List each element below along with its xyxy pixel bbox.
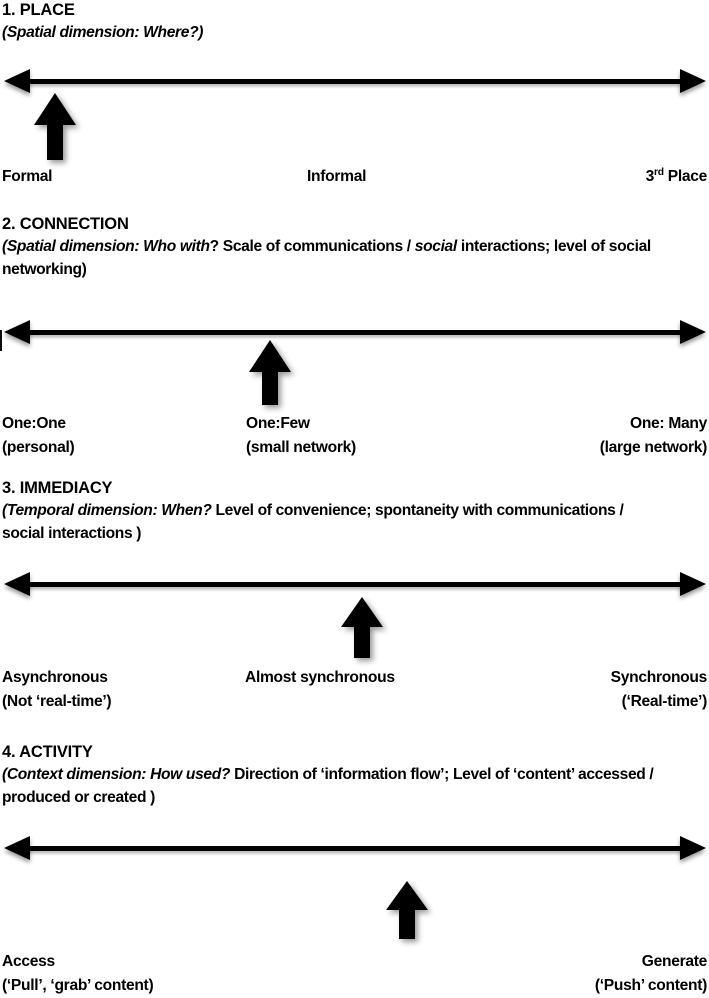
section-subtitle-place: (Spatial dimension: Where?) bbox=[2, 19, 702, 44]
marker-arrow-activity[interactable] bbox=[385, 881, 429, 940]
ordinal-suffix: rd bbox=[654, 166, 664, 178]
marker-arrow-connection[interactable] bbox=[248, 340, 292, 406]
section-subtitle-activity-italic: (Context dimension: How used? bbox=[2, 766, 231, 783]
section-subtitle-activity-rest: Direction of ‘information flow’; Level o… bbox=[2, 766, 654, 806]
section-subtitle-immediacy-italic: (Temporal dimension: When? bbox=[2, 502, 212, 519]
axis-arrowhead-left-icon bbox=[4, 320, 30, 344]
marker-arrow-place[interactable] bbox=[33, 93, 77, 161]
section-subtitle-connection: (Spatial dimension: Who with? Scale of c… bbox=[2, 233, 702, 281]
scale-label-connection-right-line2: (large network) bbox=[599, 439, 708, 456]
scale-label-connection-left-line2: (personal) bbox=[2, 439, 75, 456]
axis-arrowhead-right-icon bbox=[680, 572, 706, 596]
scale-label-immediacy-right-line1: Synchronous bbox=[610, 669, 708, 686]
axis-arrowhead-right-icon bbox=[680, 69, 706, 93]
scale-label-connection-left: One:One (personal) bbox=[2, 412, 75, 460]
section-subtitle-connection-italic: (Spatial dimension: Who with bbox=[2, 238, 210, 255]
section-title-immediacy: 3. IMMEDIACY bbox=[2, 479, 113, 497]
scale-label-immediacy-left-line2: (Not ‘real-time’) bbox=[2, 693, 112, 710]
scale-label-connection-mid: One:Few (small network) bbox=[246, 412, 356, 460]
scale-label-connection-mid-line2: (small network) bbox=[246, 439, 356, 456]
marker-arrow-immediacy[interactable] bbox=[340, 597, 384, 659]
scale-label-place-right: 3rd Place bbox=[645, 166, 708, 185]
scale-label-immediacy-right: Synchronous (‘Real-time’) bbox=[610, 666, 708, 714]
scale-label-activity-right-line2: (‘Push’ content) bbox=[594, 977, 707, 994]
crop-edge-artifact bbox=[0, 330, 2, 351]
axis-place bbox=[4, 67, 706, 97]
scale-label-activity-left-line1: Access bbox=[2, 953, 55, 970]
section-subtitle-immediacy-rest: Level of convenience; spontaneity with c… bbox=[2, 502, 624, 542]
scale-label-activity-right: Generate (‘Push’ content) bbox=[595, 950, 707, 998]
section-subtitle-place-italic: (Spatial dimension: Where?) bbox=[2, 24, 204, 41]
section-subtitle-connection-italic2: social bbox=[414, 238, 457, 255]
section-title-activity: 4. ACTIVITY bbox=[2, 743, 93, 761]
scale-label-immediacy-left-line1: Asynchronous bbox=[2, 669, 108, 686]
axis-arrowhead-right-icon bbox=[680, 320, 706, 344]
axis-line bbox=[26, 79, 684, 84]
axis-arrowhead-right-icon bbox=[680, 836, 706, 860]
axis-line bbox=[26, 582, 684, 587]
axis-line bbox=[26, 330, 684, 335]
scale-label-immediacy-left: Asynchronous (Not ‘real-time’) bbox=[2, 666, 112, 714]
scale-label-connection-left-line1: One:One bbox=[2, 415, 66, 432]
axis-activity bbox=[4, 834, 706, 864]
section-subtitle-immediacy: (Temporal dimension: When? Level of conv… bbox=[2, 497, 662, 545]
scale-label-place-mid: Informal bbox=[307, 168, 367, 185]
axis-arrowhead-left-icon bbox=[4, 572, 30, 596]
section-subtitle-connection-rest2: interactions; level of social networking… bbox=[2, 238, 651, 278]
section-subtitle-activity: (Context dimension: How used? Direction … bbox=[2, 761, 708, 809]
scale-label-activity-left-line2: (‘Pull’, ‘grab’ content) bbox=[2, 977, 154, 994]
axis-immediacy bbox=[4, 570, 706, 600]
axis-arrowhead-left-icon bbox=[4, 69, 30, 93]
section-title-place: 1. PLACE bbox=[2, 1, 75, 19]
scale-label-activity-left: Access (‘Pull’, ‘grab’ content) bbox=[2, 950, 154, 998]
scale-label-place-left: Formal bbox=[2, 168, 53, 185]
scale-label-immediacy-right-line2: (‘Real-time’) bbox=[621, 693, 708, 710]
axis-arrowhead-left-icon bbox=[4, 836, 30, 860]
section-title-connection: 2. CONNECTION bbox=[2, 215, 129, 233]
axis-line bbox=[26, 846, 684, 851]
scale-label-connection-right: One: Many (large network) bbox=[599, 412, 708, 460]
axis-connection bbox=[4, 318, 706, 348]
scale-label-immediacy-mid: Almost synchronous bbox=[245, 669, 395, 686]
scale-label-activity-right-line1: Generate bbox=[641, 953, 708, 970]
scale-label-connection-mid-line1: One:Few bbox=[246, 415, 310, 432]
scale-label-connection-right-line1: One: Many bbox=[629, 415, 707, 432]
section-subtitle-connection-rest: ? Scale of communications / bbox=[209, 238, 415, 255]
